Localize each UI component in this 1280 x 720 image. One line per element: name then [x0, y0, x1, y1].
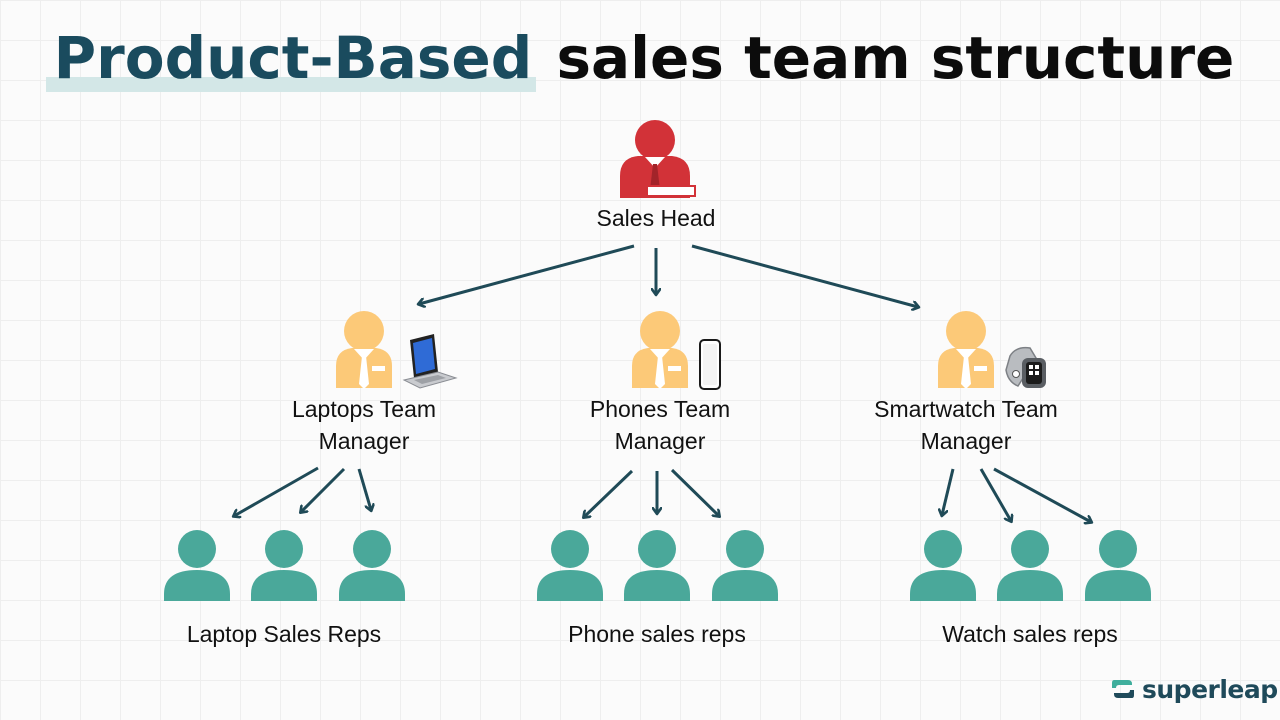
phone-icon [699, 339, 721, 390]
laptop-icon [402, 334, 458, 389]
watch-reps-text: Watch sales reps [942, 621, 1118, 647]
rep-icon [1085, 530, 1151, 601]
laptops-manager-label: Laptops Team Manager [244, 393, 484, 457]
rep-icon [164, 530, 230, 601]
rep-icon [910, 530, 976, 601]
laptops-manager-arrows [234, 466, 371, 516]
rep-icon [251, 530, 317, 601]
watch-reps-label: Watch sales reps [880, 618, 1180, 650]
phones-manager-line2: Manager [614, 428, 706, 454]
rep-icon [339, 530, 405, 601]
phones-manager-label: Phones Team Manager [540, 393, 780, 457]
phone-reps-text: Phone sales reps [568, 621, 746, 647]
rep-icon [712, 530, 778, 601]
laptops-manager-line1: Laptops Team [291, 396, 437, 422]
brand-mark-icon [1112, 680, 1134, 698]
arrow-head-to-laptops [419, 244, 635, 304]
sales-head-icon [620, 120, 696, 198]
laptop-reps-icons [164, 530, 405, 601]
head-arrows [419, 244, 918, 307]
manager-icon [938, 311, 994, 389]
brand-name: superleap [1142, 674, 1278, 704]
smartwatch-manager-label: Smartwatch Team Manager [836, 393, 1096, 457]
title-highlight: Product-Based [45, 24, 537, 92]
brand-logo: superleap [1110, 672, 1278, 706]
laptop-reps-label: Laptop Sales Reps [134, 618, 434, 650]
laptops-manager-line2: Manager [318, 428, 410, 454]
rep-icon [537, 530, 603, 601]
watch-reps-icons [910, 530, 1151, 601]
rep-icon [997, 530, 1063, 601]
manager-icon [632, 311, 688, 389]
smartwatch-icon [1005, 346, 1046, 388]
smartwatch-manager-line2: Manager [920, 428, 1012, 454]
rep-icon [624, 530, 690, 601]
phones-manager-arrows [584, 468, 719, 517]
phones-manager-line1: Phones Team [589, 396, 731, 422]
smartwatch-manager-arrows [942, 467, 1091, 522]
laptop-reps-text: Laptop Sales Reps [186, 621, 382, 647]
smartwatch-manager-line1: Smartwatch Team [874, 396, 1058, 422]
phone-reps-icons [537, 530, 778, 601]
manager-icon [336, 311, 392, 389]
sales-head-label: Sales Head [556, 202, 756, 234]
page-title: Product-Based sales team structure [0, 22, 1280, 94]
phone-reps-label: Phone sales reps [507, 618, 807, 650]
sales-head-text: Sales Head [596, 205, 716, 231]
arrow-head-to-smartwatch [691, 244, 918, 307]
title-rest: sales team structure [556, 24, 1235, 92]
